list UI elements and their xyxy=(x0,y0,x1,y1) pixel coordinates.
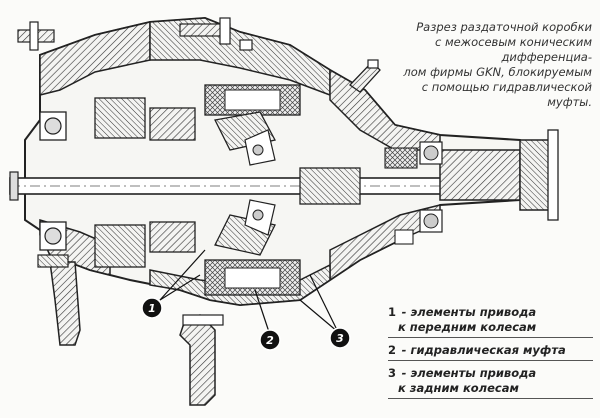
legend-item-1: 1 - элементы привода к передним колесам xyxy=(388,305,593,338)
callout-leaders xyxy=(159,249,339,336)
legend-number: 3 xyxy=(388,366,397,380)
legend-line-1: - элементы привода xyxy=(401,305,537,319)
differential-bevel-gears xyxy=(214,111,276,256)
left-bearings xyxy=(39,111,67,251)
legend-number: 1 xyxy=(388,305,397,319)
callout-number-2: 2 xyxy=(266,334,274,347)
breather-fitting xyxy=(349,59,381,93)
top-bolts xyxy=(17,17,253,51)
lower-carrier xyxy=(204,259,301,296)
legend: 1 - элементы привода к передним колесам … xyxy=(388,305,593,404)
callout-marker-1: 1 xyxy=(141,297,163,319)
callout-marker-2: 2 xyxy=(259,329,281,351)
legend-item-2: 2 - гидравлическая муфта xyxy=(388,343,593,361)
legend-line-1: - элементы привода xyxy=(401,366,537,380)
upper-carrier xyxy=(204,84,301,116)
main-shaft xyxy=(9,167,551,205)
legend-line-1: - гидравлическая муфта xyxy=(401,343,566,357)
diagram-caption: Разрез раздаточной коробки с межосевым к… xyxy=(403,20,592,109)
legend-line-2: к задним колесам xyxy=(398,381,519,395)
legend-number: 2 xyxy=(388,343,397,357)
callout-number-3: 3 xyxy=(336,332,344,345)
bottom-mount xyxy=(37,254,224,406)
legend-item-3: 3 - элементы привода к задним колесам xyxy=(388,366,593,399)
callout-marker-3: 3 xyxy=(329,327,351,349)
gear-blocks xyxy=(94,97,196,268)
legend-line-2: к передним колесам xyxy=(398,320,537,334)
output-flange xyxy=(384,129,559,245)
callout-number-1: 1 xyxy=(148,302,156,315)
